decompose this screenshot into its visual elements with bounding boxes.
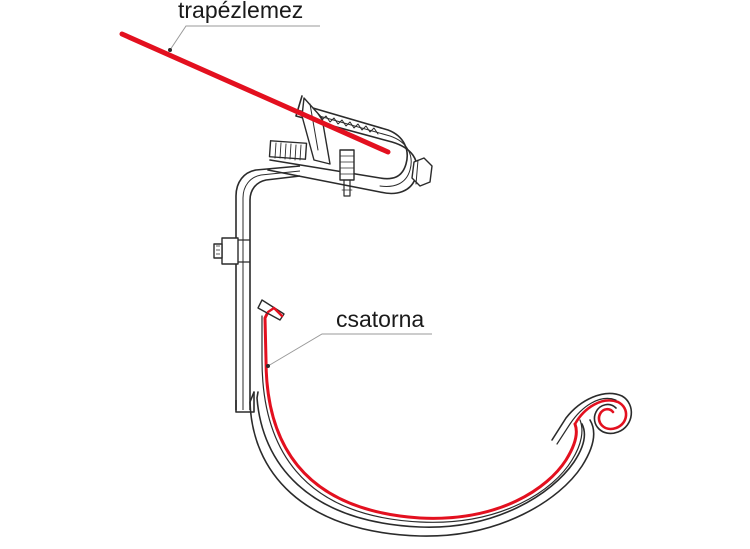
label-gutter-dot — [266, 364, 270, 368]
hanger-strap — [235, 165, 301, 410]
gutter-front-bead-inner — [556, 397, 617, 445]
label-gutter: csatorna — [336, 306, 424, 332]
gutter-body — [263, 310, 578, 520]
hanger-strap-inner — [249, 175, 301, 410]
label-sheet: trapézlemez — [178, 0, 303, 23]
label-gutter-group: csatorna — [266, 306, 432, 368]
label-sheet-dot — [168, 48, 172, 52]
gutter-front-bead-outer — [551, 392, 633, 441]
hanger-bracket — [213, 165, 301, 413]
clamp-vertical-screw — [339, 149, 355, 197]
hanger-outer-profile — [249, 391, 595, 537]
hanger-strap-foot — [235, 392, 255, 413]
clamp-teeth — [317, 113, 379, 135]
clamp-nut — [411, 157, 433, 187]
clamp-u-inner — [269, 105, 408, 180]
clamp-screw — [268, 140, 308, 161]
gutter-inner-outline — [261, 315, 583, 523]
hanger-strap-mid — [242, 170, 301, 410]
roof-clamp — [267, 95, 433, 197]
hanger-inner-profile — [256, 391, 586, 528]
label-sheet-leader — [169, 25, 320, 51]
side-bolt — [213, 237, 250, 265]
label-gutter-leader — [267, 333, 432, 367]
gutter-drawing — [249, 299, 633, 537]
gutter-back-lip-red — [266, 306, 284, 318]
clamp-u-mid — [297, 109, 412, 187]
roof-sheet — [119, 31, 391, 155]
gutter-front-bead-red — [573, 399, 628, 431]
label-sheet-group: trapézlemez — [168, 0, 320, 52]
